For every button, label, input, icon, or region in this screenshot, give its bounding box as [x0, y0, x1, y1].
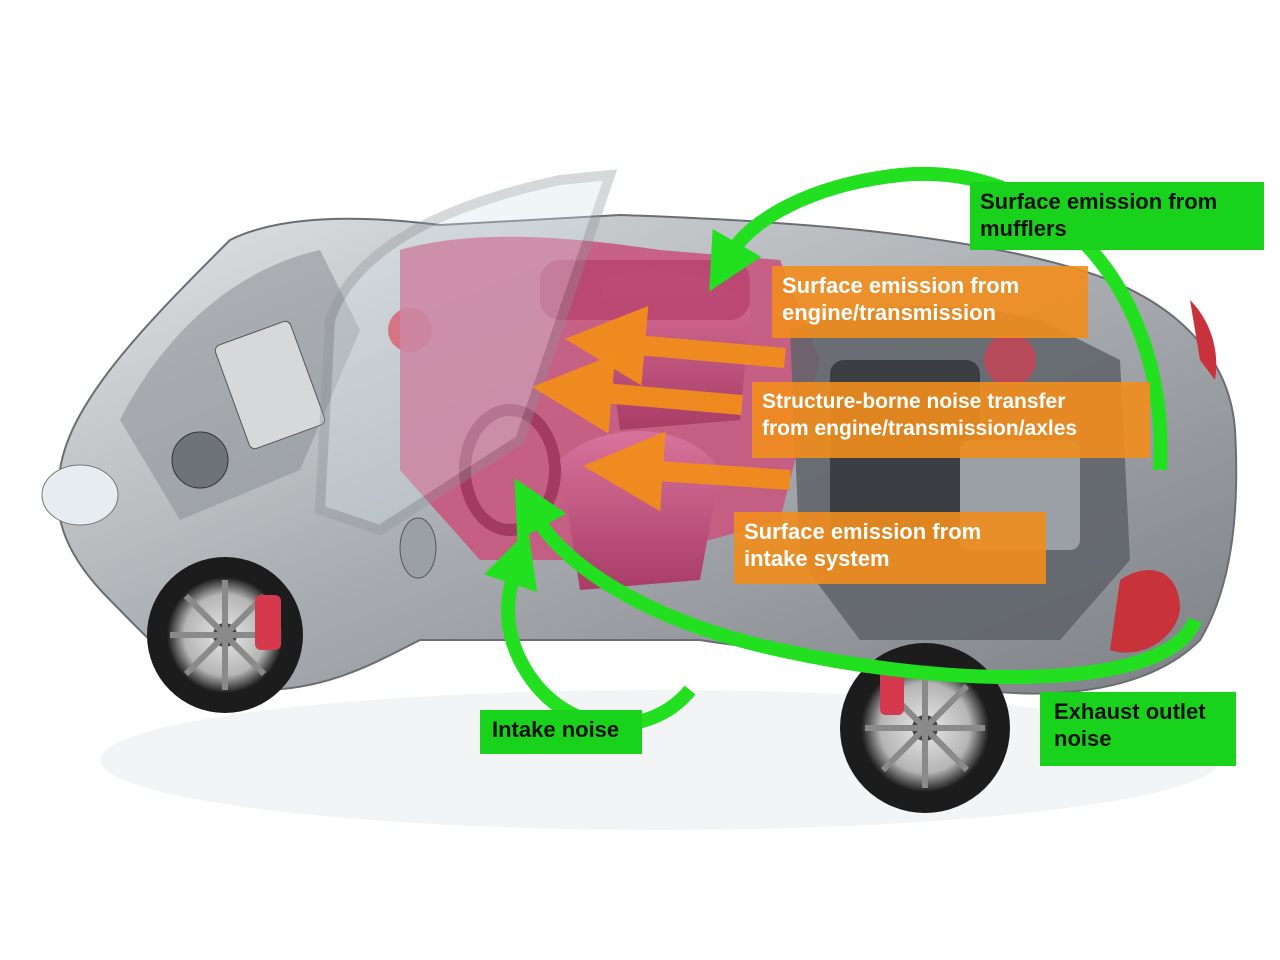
label-exhaust-outlet-noise: Exhaust outlet noise: [1040, 692, 1236, 766]
orange-arrow-structure: [532, 353, 743, 434]
side-mirror: [399, 517, 437, 579]
orange-arrow-intake: [583, 431, 791, 512]
front-strut: [171, 431, 229, 489]
door-panel: [540, 260, 750, 320]
orange-arrows: [532, 305, 791, 512]
label-structure-borne-noise: Structure-borne noise transfer from engi…: [752, 382, 1150, 458]
front-wheel: [147, 557, 303, 713]
green-arrow-intake: [484, 530, 696, 732]
green-arrow-mufflers: [709, 166, 1168, 471]
green-arrows: [484, 166, 1202, 732]
label-surface-emission-intake: Surface emission from intake system: [734, 512, 1046, 584]
green-arrow-exhaust: [514, 478, 1202, 684]
label-intake-noise: Intake noise: [480, 710, 642, 754]
label-surface-emission-mufflers: Surface emission from mufflers: [970, 182, 1264, 250]
headlight: [41, 464, 119, 526]
windshield-frame: [314, 169, 618, 536]
battery: [214, 320, 326, 450]
rear-wheel: [840, 643, 1010, 813]
steering-wheel: [459, 404, 561, 536]
rear-brake-top: [984, 334, 1036, 386]
tail-light-upper: [1190, 300, 1217, 380]
orange-arrow-engine: [565, 305, 786, 386]
tail-light: [1110, 570, 1180, 653]
label-surface-emission-engine: Surface emission from engine/transmissio…: [772, 266, 1088, 338]
